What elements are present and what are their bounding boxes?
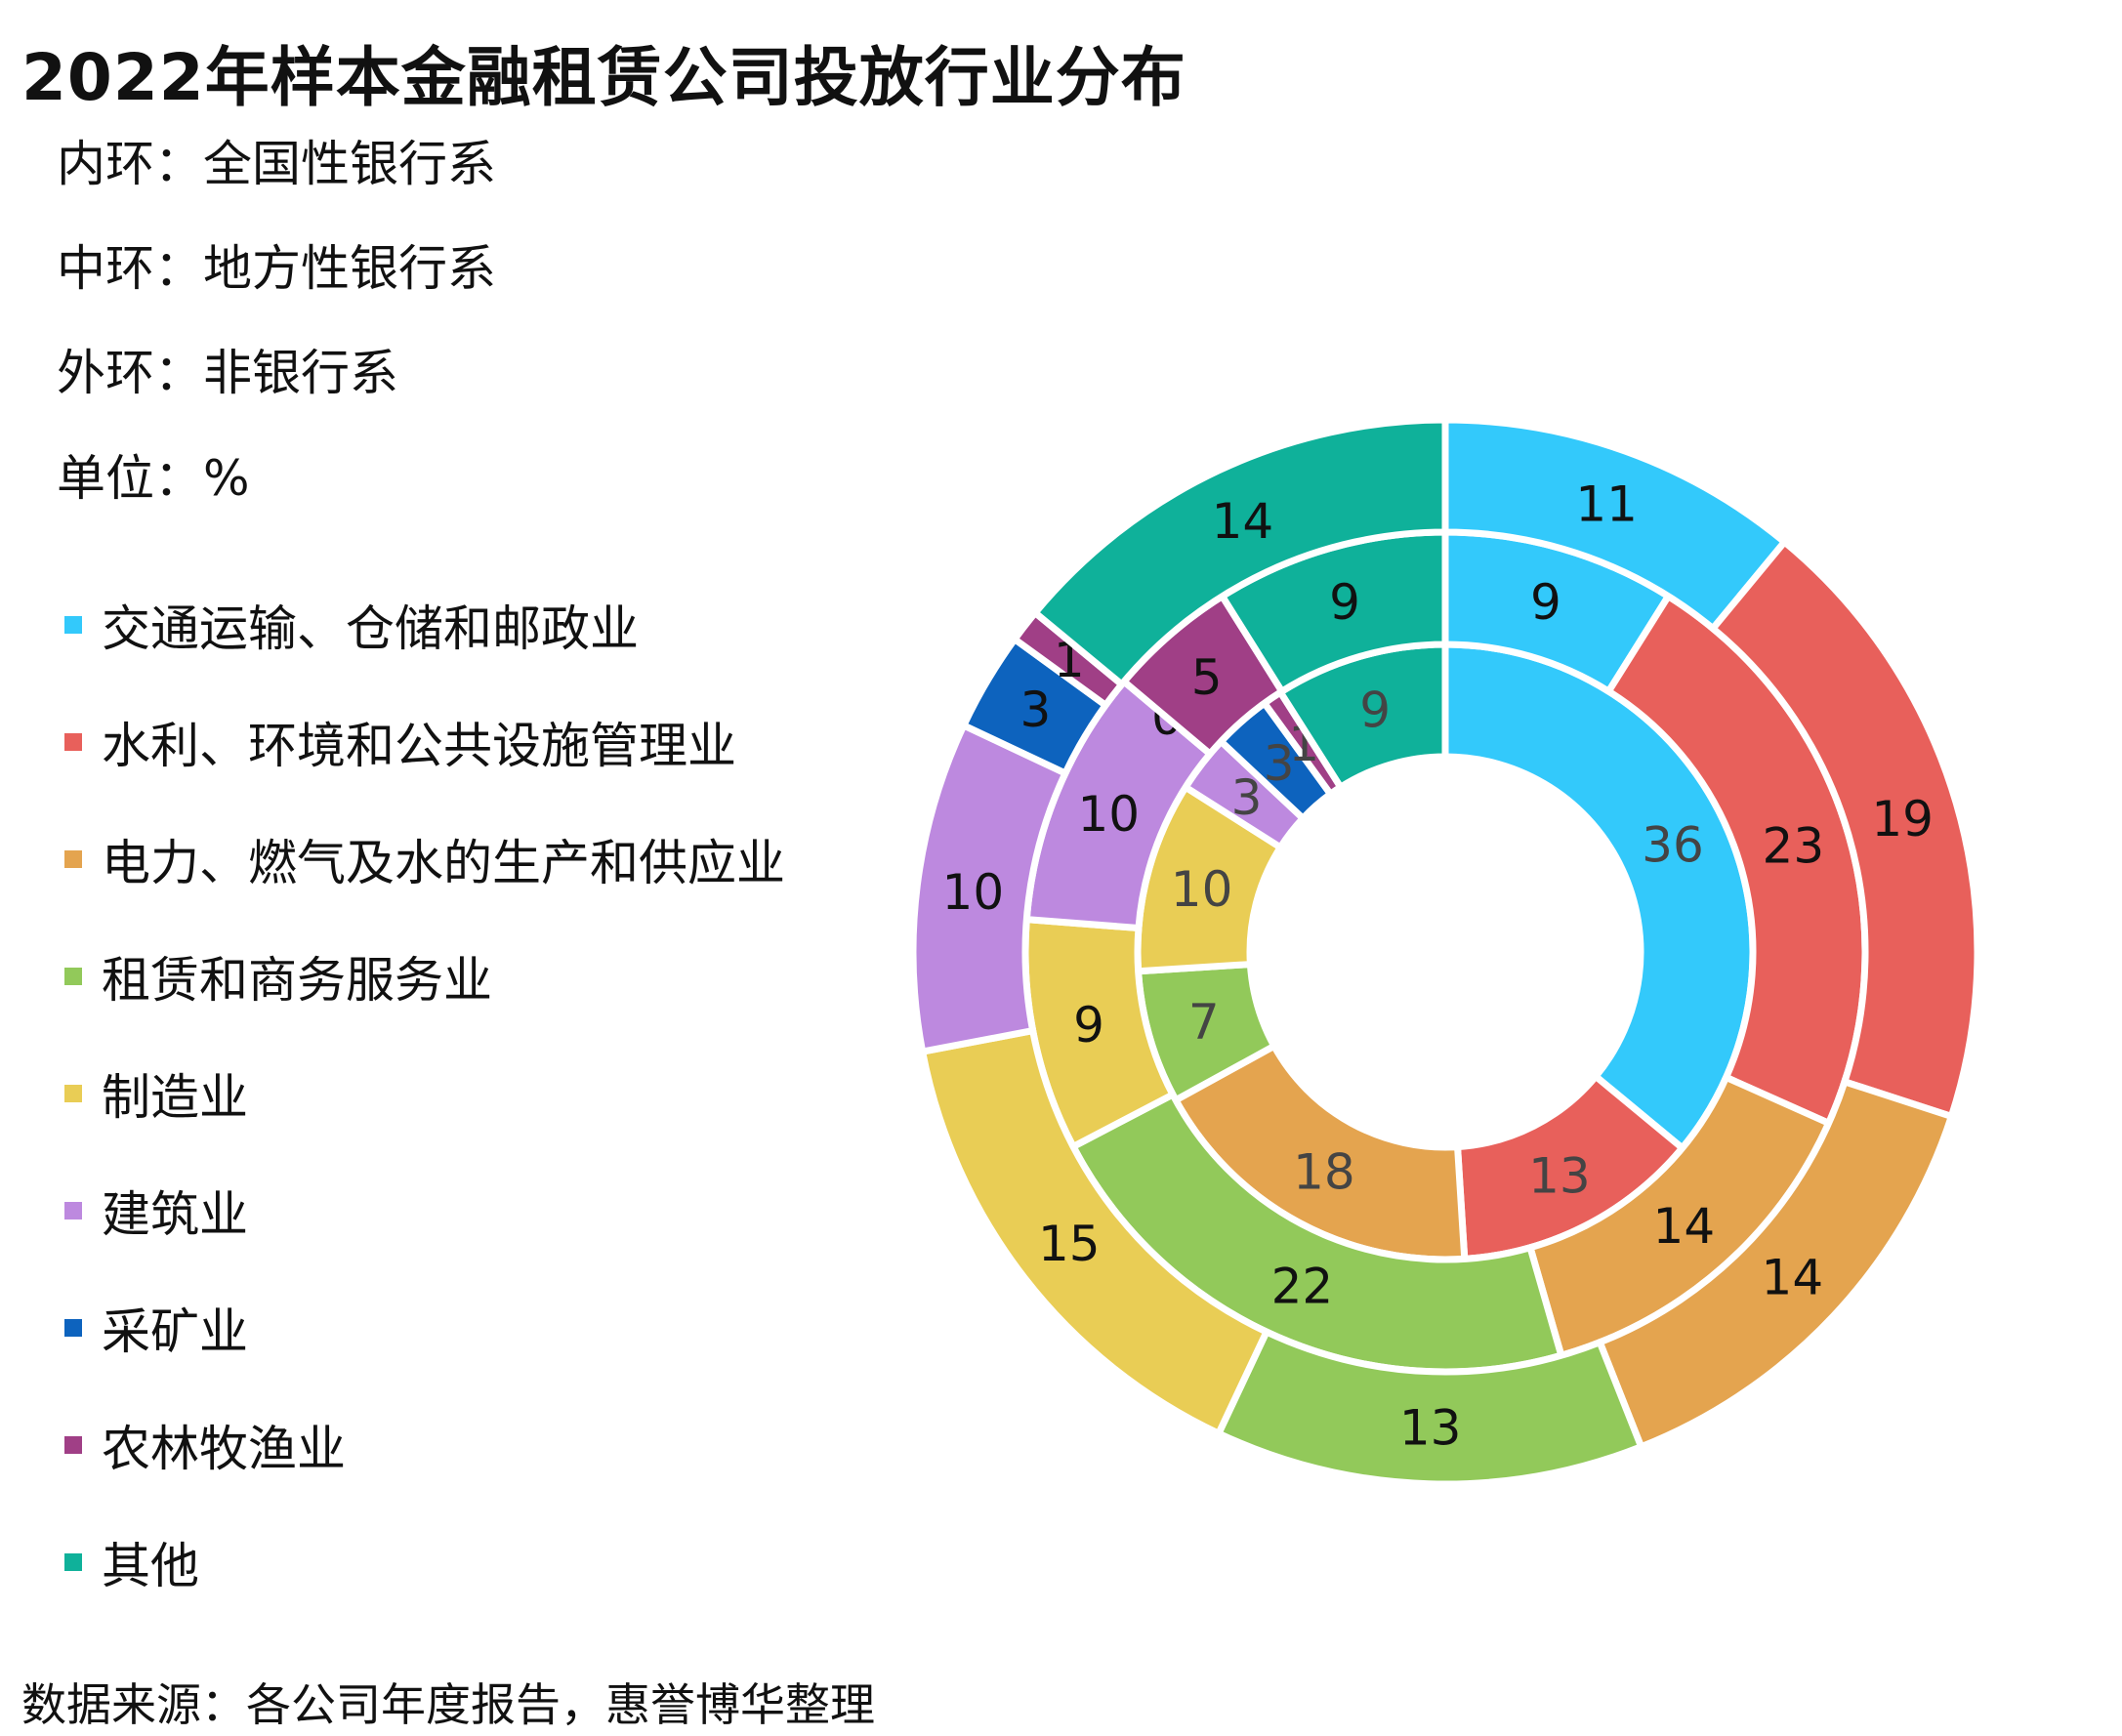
legend-label: 电力、燃气及水的生产和供应业	[102, 835, 785, 891]
legend-label: 交通运输、仓储和邮政业	[102, 600, 639, 657]
inner-ring-value-label: 3	[1264, 735, 1295, 792]
legend-label: 建筑业	[102, 1186, 248, 1243]
legend-item: 其他	[64, 1504, 785, 1621]
outer-ring-segment	[1030, 416, 1449, 689]
legend-item: 制造业	[64, 1035, 785, 1152]
inner-ring-value-label: 18	[1293, 1144, 1355, 1201]
legend-item: 农林牧渔业	[64, 1386, 785, 1504]
legend-label: 农林牧渔业	[102, 1421, 346, 1477]
legend-label: 租赁和商务服务业	[102, 952, 492, 1009]
legend-item: 采矿业	[64, 1269, 785, 1386]
legend-item: 建筑业	[64, 1152, 785, 1269]
inner-ring-value-label: 36	[1642, 816, 1704, 873]
legend-swatch	[64, 616, 82, 634]
outer-ring-value-label: 19	[1871, 791, 1934, 847]
middle-ring-value-label: 9	[1073, 997, 1104, 1054]
middle-ring-value-label: 22	[1271, 1258, 1334, 1314]
inner-ring-value-label: 7	[1188, 994, 1220, 1051]
legend-item: 水利、环境和公共设施管理业	[64, 683, 785, 801]
inner-ring-note: 内环：全国性银行系	[57, 136, 496, 192]
outer-ring-value-label: 14	[1212, 493, 1274, 550]
inner-ring-value-label: 13	[1528, 1147, 1591, 1204]
legend-label: 水利、环境和公共设施管理业	[102, 718, 736, 774]
outer-ring-value-label: 3	[1019, 682, 1051, 738]
legend-label: 制造业	[102, 1069, 248, 1126]
middle-ring-value-label: 9	[1530, 574, 1561, 631]
legend-swatch	[64, 1202, 82, 1219]
legend-label: 其他	[102, 1538, 199, 1594]
outer-ring-value-label: 14	[1762, 1250, 1824, 1306]
outer-ring-value-label: 13	[1399, 1399, 1462, 1456]
legend-item: 租赁和商务服务业	[64, 918, 785, 1035]
inner-ring-value-label: 9	[1359, 682, 1391, 739]
legend: 交通运输、仓储和邮政业水利、环境和公共设施管理业电力、燃气及水的生产和供应业租赁…	[64, 566, 785, 1621]
middle-ring-value-label: 14	[1653, 1198, 1716, 1255]
legend-swatch	[64, 850, 82, 868]
middle-ring-value-label: 5	[1191, 649, 1223, 706]
outer-ring-note: 外环：非银行系	[57, 345, 398, 401]
unit-note: 单位：%	[57, 450, 250, 507]
outer-ring-value-label: 11	[1575, 475, 1638, 532]
legend-swatch	[64, 1085, 82, 1102]
middle-ring-value-label: 10	[1077, 786, 1140, 843]
legend-label: 采矿业	[102, 1303, 248, 1360]
legend-item: 电力、燃气及水的生产和供应业	[64, 801, 785, 918]
chart-title: 2022年样本金融租赁公司投放行业分布	[21, 40, 1186, 115]
middle-ring-value-label: 9	[1329, 574, 1360, 631]
outer-ring-value-label: 15	[1038, 1216, 1101, 1272]
legend-swatch	[64, 968, 82, 985]
middle-ring-note: 中环：地方性银行系	[57, 240, 496, 297]
legend-swatch	[64, 1436, 82, 1454]
inner-ring-value-label: 10	[1171, 861, 1233, 918]
legend-swatch	[64, 733, 82, 751]
legend-swatch	[64, 1553, 82, 1571]
legend-item: 交通运输、仓储和邮政业	[64, 566, 785, 683]
middle-ring-value-label: 23	[1763, 818, 1825, 875]
source-note: 数据来源：各公司年度报告，惠誉博华整理	[21, 1678, 875, 1731]
outer-ring-value-label: 10	[942, 864, 1005, 921]
legend-swatch	[64, 1319, 82, 1337]
